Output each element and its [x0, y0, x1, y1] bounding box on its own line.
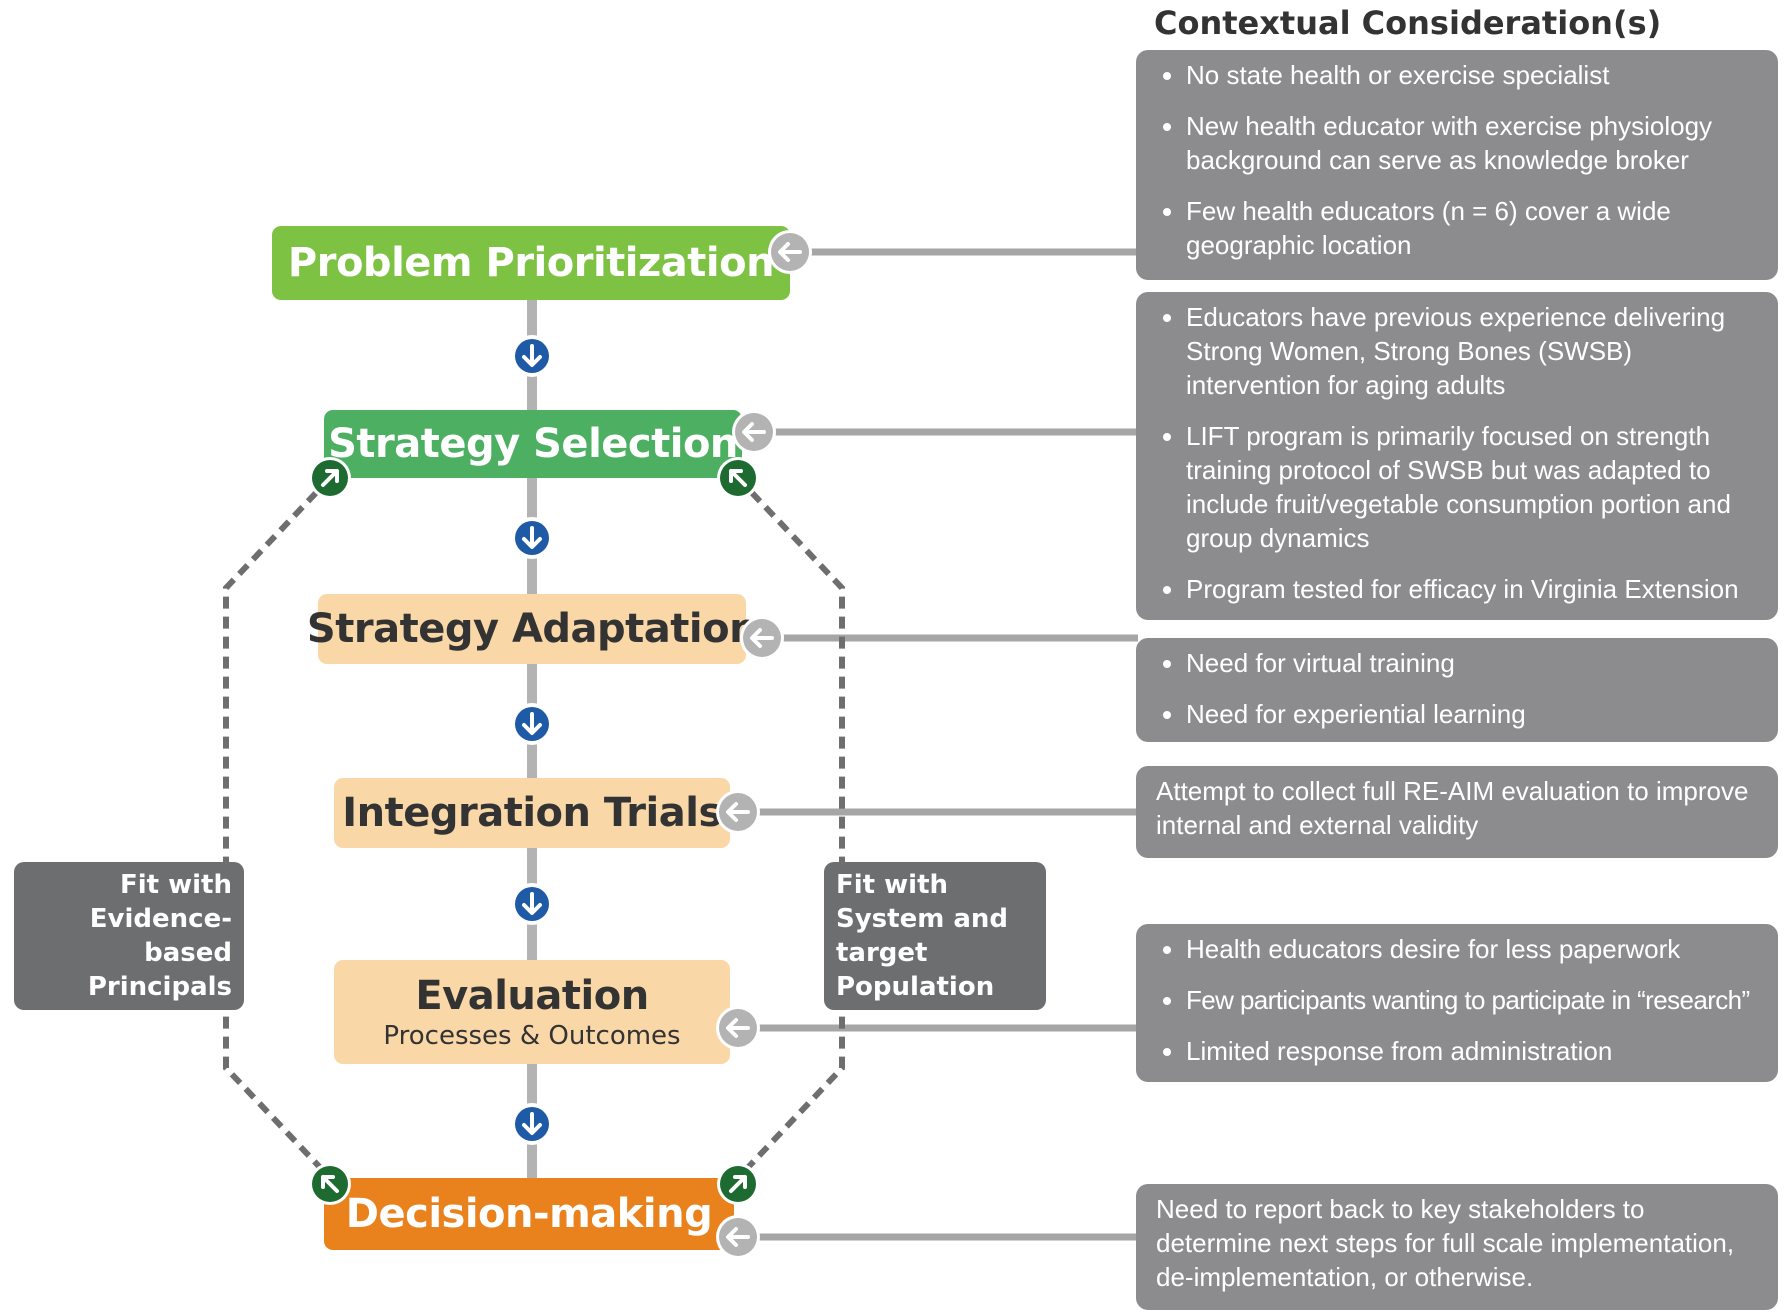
stage-title: Strategy Adaptation — [306, 606, 758, 652]
context-item: Educators have previous experience deliv… — [1186, 300, 1764, 402]
context-text: Need to report back to key stakeholders … — [1156, 1194, 1735, 1292]
down-arrow-icon — [511, 335, 553, 377]
context-item: Few health educators (n = 6) cover a wid… — [1186, 194, 1764, 262]
context-item: Health educators desire for less paperwo… — [1186, 932, 1764, 966]
stage-title: Decision-making — [345, 1191, 713, 1237]
stage-strategy-selection: Strategy Selection — [324, 410, 742, 478]
context-item: Need for virtual training — [1186, 646, 1764, 680]
contextual-considerations-header: Contextual Consideration(s) — [1154, 4, 1662, 42]
stage-subtitle: Processes & Outcomes — [383, 1021, 681, 1051]
fit-system-label: Fit with System and target Population — [824, 862, 1046, 1010]
down-arrow-icon — [511, 1103, 553, 1145]
context-item: New health educator with exercise physio… — [1186, 109, 1764, 177]
stage-evaluation: Evaluation Processes & Outcomes — [334, 960, 730, 1064]
context-box-evaluation: Health educators desire for less paperwo… — [1136, 924, 1778, 1082]
context-item: Need for experiential learning — [1186, 697, 1764, 731]
context-box-integration: Attempt to collect full RE-AIM evaluatio… — [1136, 766, 1778, 858]
context-box-decision: Need to report back to key stakeholders … — [1136, 1184, 1778, 1310]
down-arrow-icon — [511, 517, 553, 559]
context-item: No state health or exercise specialist — [1186, 58, 1764, 92]
dashed-loop-left — [223, 475, 333, 1181]
context-box-problem: No state health or exercise specialist N… — [1136, 50, 1778, 280]
fit-evidence-label: Fit with Evidence-based Principals — [14, 862, 244, 1010]
stage-integration-trials: Integration Trials — [334, 778, 730, 848]
down-arrow-icon — [511, 883, 553, 925]
context-text: Attempt to collect full RE-AIM evaluatio… — [1156, 776, 1749, 840]
fit-evidence-text: Fit with Evidence-based Principals — [87, 870, 232, 1002]
context-box-adaptation: Need for virtual training Need for exper… — [1136, 638, 1778, 742]
stage-problem-prioritization: Problem Prioritization — [272, 226, 790, 300]
stage-title: Integration Trials — [342, 790, 722, 836]
dashed-loop-right — [735, 475, 845, 1181]
context-box-selection: Educators have previous experience deliv… — [1136, 292, 1778, 620]
context-item: Program tested for efficacy in Virginia … — [1186, 572, 1764, 606]
stage-title: Problem Prioritization — [287, 240, 775, 286]
context-item: Few participants wanting to participate … — [1186, 983, 1764, 1017]
fit-system-text: Fit with System and target Population — [836, 870, 1009, 1002]
stage-strategy-adaptation: Strategy Adaptation — [307, 594, 758, 664]
context-item: Limited response from administration — [1186, 1034, 1764, 1068]
stage-title: Strategy Selection — [328, 421, 738, 467]
stage-decision-making: Decision-making — [324, 1178, 734, 1250]
down-arrow-icon — [511, 703, 553, 745]
context-item: LIFT program is primarily focused on str… — [1186, 419, 1764, 555]
stage-title: Evaluation — [415, 973, 649, 1019]
